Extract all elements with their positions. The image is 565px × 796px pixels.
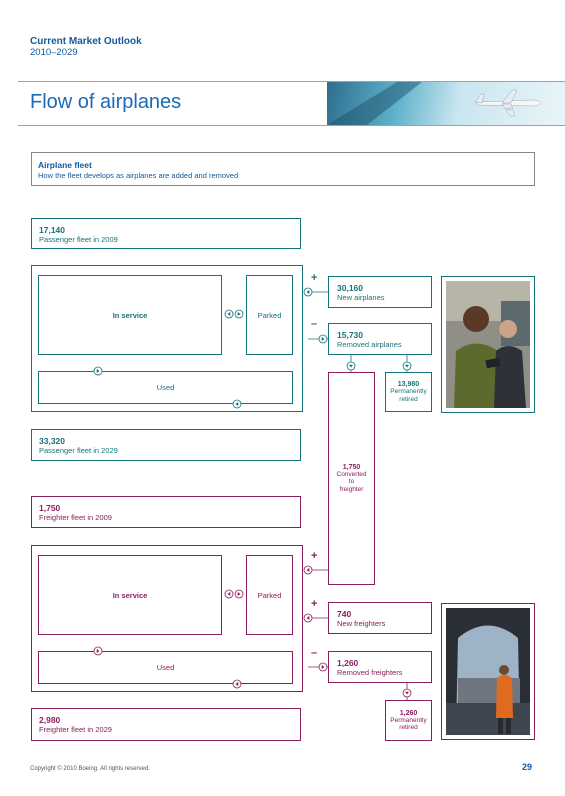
passenger-in-service-label: In service (112, 310, 148, 320)
passenger-in-service-box: In service (38, 275, 222, 355)
document-title: Current Market Outlook (30, 36, 142, 47)
removed-airplanes-box: 15,730 Removed airplanes (328, 323, 432, 355)
new-airplanes-label: New airplanes (337, 293, 385, 302)
new-freighters-value: 740 (337, 609, 352, 619)
cargo-worker-photo (446, 608, 530, 735)
passenger-used-label: Used (156, 383, 175, 392)
passenger-retired-value: 13,980 (397, 381, 420, 388)
figure-title: Airplane fleet (38, 160, 92, 170)
airplane-icon (327, 82, 542, 125)
freighter-retired-label1: Permanently (390, 716, 427, 724)
freighter-fleet-2029-value: 2,980 (39, 715, 61, 725)
freighter-plus-sign: + (311, 598, 318, 610)
arrow-left-circle-icon (224, 589, 234, 599)
header-rule-bottom (18, 125, 565, 126)
passenger-retired-label2: retired (399, 395, 418, 403)
removed-freighters-value: 1,260 (337, 658, 359, 668)
freighter-fleet-2029-box: 2,980 Freighter fleet in 2029 (31, 708, 301, 741)
freighter-in-service-label: In service (112, 590, 148, 600)
passenger-fleet-2009-label: Passenger fleet in 2009 (39, 235, 118, 244)
copyright-notice: Copyright © 2010 Boeing. All rights rese… (30, 766, 150, 772)
arrow-right-circle-icon (318, 334, 328, 344)
figure-title-box: Airplane fleet How the fleet develops as… (31, 152, 535, 186)
freighter-parked-box: Parked (246, 555, 293, 635)
freighter-fleet-2009-value: 1,750 (39, 503, 61, 513)
freighter-minus-sign: – (311, 647, 318, 659)
arrow-right-circle-icon (234, 309, 244, 319)
header-rule-top (18, 81, 565, 82)
arrow-down-circle-icon (346, 361, 356, 371)
passenger-fleet-2029-value: 33,320 (39, 436, 65, 446)
removed-airplanes-value: 15,730 (337, 330, 363, 340)
passenger-retired-box: 13,980 Permanently retired (385, 372, 432, 412)
passenger-fleet-2009-box: 17,140 Passenger fleet in 2009 (31, 218, 301, 249)
page-heading: Flow of airplanes (30, 91, 182, 113)
passengers-photo (446, 281, 530, 408)
page-number: 29 (522, 762, 533, 772)
banner-image (327, 82, 565, 125)
passenger-parked-box: Parked (246, 275, 293, 355)
converted-plus-sign: + (311, 550, 318, 562)
converted-label1: Converted (336, 470, 367, 478)
removed-freighters-box: 1,260 Removed freighters (328, 651, 432, 683)
arrow-down-circle-icon (402, 361, 412, 371)
converted-value: 1,750 (342, 463, 361, 471)
arrow-right-circle-icon (318, 662, 328, 672)
arrow-right-circle-icon (234, 589, 244, 599)
removed-freighters-label: Removed freighters (337, 668, 403, 677)
freighter-retired-label2: retired (399, 724, 418, 731)
figure-subtitle: How the fleet develops as airplanes are … (38, 171, 239, 180)
freighter-fleet-2029-label: Freighter fleet in 2029 (39, 725, 112, 734)
passenger-plus-sign: + (311, 272, 318, 284)
converted-to-freighter-box: 1,750 Converted to freighter (328, 372, 375, 585)
new-airplanes-box: 30,160 New airplanes (328, 276, 432, 308)
freighter-fleet-2009-label: Freighter fleet in 2009 (39, 513, 112, 522)
freighter-photo-frame (441, 603, 535, 740)
removed-airplanes-label: Removed airplanes (337, 340, 402, 349)
passenger-fleet-2029-label: Passenger fleet in 2029 (39, 446, 118, 455)
passenger-fleet-2009-value: 17,140 (39, 225, 65, 235)
new-freighters-box: 740 New freighters (328, 602, 432, 634)
passenger-fleet-2029-box: 33,320 Passenger fleet in 2029 (31, 429, 301, 461)
passenger-minus-sign: – (311, 318, 318, 330)
freighter-fleet-2009-box: 1,750 Freighter fleet in 2009 (31, 496, 301, 528)
new-freighters-label: New freighters (337, 619, 386, 628)
arrow-right-circle-icon (93, 366, 103, 376)
arrow-left-circle-icon (303, 565, 313, 575)
freighter-retired-box: 1,260 Permanently retired (385, 700, 432, 741)
freighter-in-service-box: In service (38, 555, 222, 635)
arrow-left-circle-icon (303, 613, 313, 623)
passenger-retired-label1: Permanently (390, 388, 427, 395)
freighter-used-label: Used (156, 663, 175, 672)
passenger-used-box: Used (38, 371, 293, 404)
passenger-photo-frame (441, 276, 535, 413)
arrow-left-circle-icon (224, 309, 234, 319)
new-airplanes-value: 30,160 (337, 283, 363, 293)
arrow-left-circle-icon (232, 679, 242, 689)
arrow-right-circle-icon (93, 646, 103, 656)
passenger-parked-label: Parked (257, 310, 282, 320)
arrow-left-circle-icon (232, 399, 242, 409)
converted-label2: to (348, 478, 355, 486)
freighter-retired-value: 1,260 (399, 709, 418, 717)
freighter-used-box: Used (38, 651, 293, 684)
arrow-left-circle-icon (303, 287, 313, 297)
arrow-down-circle-icon (402, 688, 412, 698)
document-years: 2010–2029 (30, 47, 78, 58)
freighter-parked-label: Parked (257, 590, 282, 600)
converted-label3: freighter (339, 485, 364, 493)
